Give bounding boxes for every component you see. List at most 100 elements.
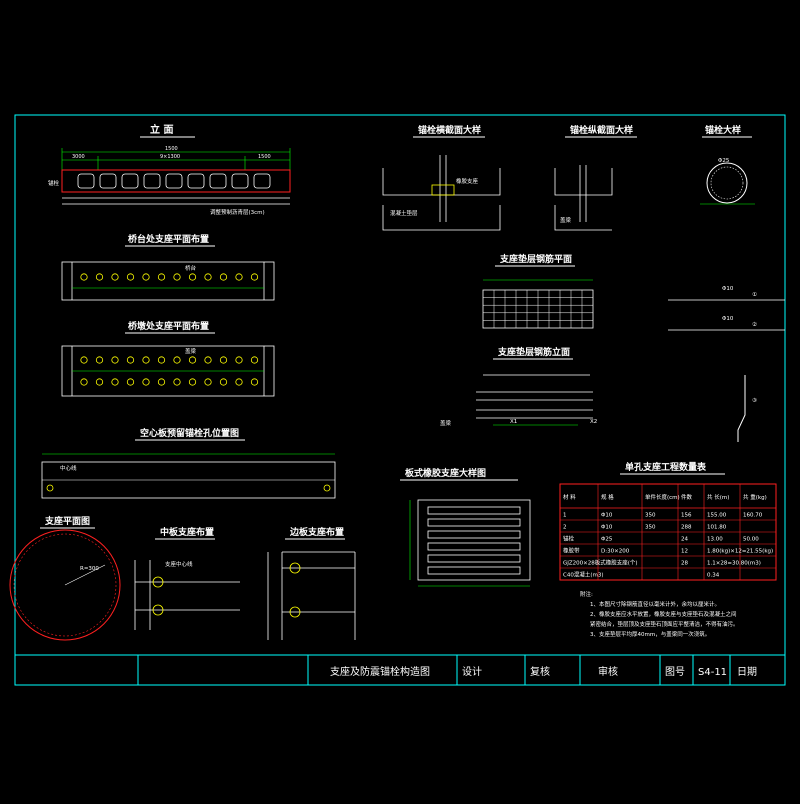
rubber-plate — [427, 518, 521, 527]
edge-slab-drawing — [267, 551, 356, 640]
quantity-table-cell: 1.80(kg)×12=21.55(kg) — [707, 549, 773, 555]
pier-bearing-dot — [142, 378, 150, 386]
elevation-supports — [62, 197, 290, 205]
title-pier-bearing-plan: 桥墩处支座平面布置 — [128, 320, 209, 332]
pad-rebar-grid — [483, 290, 593, 328]
date-label: 日期 — [737, 666, 757, 678]
title-anchor-cross-section: 锚栓横截面大样 — [418, 124, 481, 136]
notes-item-2: 2、橡胶支座应水平放置，橡胶支座与支座垫石及混凝土之间 — [590, 610, 737, 618]
pad-rebar-cap-label: 盖梁 — [440, 419, 452, 427]
mid-slab-drawing — [134, 560, 240, 630]
elev-bottom-label: 调整预制沥青层(3cm) — [210, 208, 265, 216]
quantity-table-cell: 2 — [563, 525, 567, 531]
elev-anchor-label: 锚栓 — [48, 179, 60, 187]
quantity-table-cell: 288 — [681, 525, 692, 531]
quantity-table-cell: 锚栓 — [563, 535, 575, 543]
quantity-table-cell: 1 — [563, 513, 567, 519]
pier-plan-outline — [61, 345, 275, 397]
anchor-detail-outer — [706, 162, 748, 204]
anchor-long-caplabel: 盖梁 — [560, 216, 572, 224]
pier-bearing-dot — [219, 378, 228, 386]
title-elevation: 立 面 — [150, 123, 173, 136]
quantity-table-cell: 13.00 — [707, 537, 723, 543]
pier-bearing-dot — [250, 378, 259, 386]
rubber-plate — [427, 566, 521, 575]
pier-bearing-dot — [188, 356, 197, 364]
abutment-bearing-dot — [126, 273, 135, 281]
quantity-table-cell: 50.00 — [743, 537, 759, 543]
abutment-bearing-dot — [95, 273, 104, 281]
rebar-detail-2-label: Φ10 — [722, 316, 734, 322]
quantity-table-cell: 350 — [645, 513, 656, 519]
title-pad-rebar-plan: 支座垫层钢筋平面 — [499, 253, 572, 265]
abutment-label: 桥台 — [185, 264, 197, 272]
anchor-long-drawing — [554, 165, 613, 231]
abutment-bearing-dot — [142, 273, 150, 281]
abutment-bearing-dot — [80, 273, 88, 281]
quantity-table-cell: D:30×200 — [601, 549, 630, 555]
notes-item-1: 1、本图尺寸除钢筋直径以毫米计外，余均以厘米计。 — [590, 600, 720, 608]
rubber-plate — [427, 530, 521, 539]
anchor-cross-concrete-label: 混凝土垫层 — [390, 209, 418, 217]
title-block — [15, 654, 785, 685]
anchor-cross-rubber — [431, 184, 455, 196]
bearing-outer-circle — [9, 529, 121, 641]
quantity-table-cell: 160.70 — [743, 513, 763, 519]
pier-bearing-dot — [95, 356, 104, 364]
pier-bearing-dot — [126, 378, 135, 386]
rebar-detail-2-num: ② — [752, 321, 757, 328]
title-anchor-long-section: 锚栓纵截面大样 — [570, 124, 633, 136]
elev-dim-left: 3000 — [72, 154, 85, 160]
elevation-slab — [61, 169, 291, 193]
quantity-table-header: 共 长(m) — [707, 493, 729, 501]
quantity-table-header: 共 重(kg) — [743, 493, 767, 501]
drawing-no: S4-11 — [698, 667, 727, 678]
elevation-cell — [77, 173, 95, 189]
anchor-detail-inner — [710, 166, 744, 200]
pier-bearing-dot — [250, 356, 259, 364]
quantity-table-header: 件数 — [681, 493, 693, 501]
pier-bearing-dot — [80, 378, 88, 386]
quantity-table-cell: 155.00 — [707, 513, 727, 519]
rebar-detail-3-num: ③ — [752, 398, 757, 404]
quantity-table-header: 材 料 — [563, 493, 576, 501]
approve-label: 审核 — [598, 665, 618, 678]
bearing-inner-circle — [13, 533, 117, 637]
elev-dim-right: 1500 — [258, 154, 271, 160]
quantity-table-cell: 0.34 — [707, 573, 720, 579]
title-abutment-bearing-plan: 桥台处支座平面布置 — [128, 233, 209, 245]
notes-item-3: 紧密结合，垫层顶及支座垫石顶面应平整清洁，不得有油污。 — [590, 620, 739, 628]
sheet-border — [14, 114, 786, 686]
pier-bearing-dot — [80, 356, 88, 364]
quantity-table-cell: 1.1×28=30.80(m3) — [707, 561, 761, 567]
pier-bearing-dot — [204, 378, 212, 386]
bearing-radius-line — [64, 564, 106, 586]
pad-rebar-elevation-drawing — [476, 374, 593, 419]
title-edge-slab-bearing: 边板支座布置 — [289, 526, 344, 538]
pier-label: 盖梁 — [185, 347, 197, 355]
hollow-center-label: 中心线 — [60, 464, 77, 472]
mid-slab-bearing-bottom — [152, 604, 164, 616]
pier-bearing-dot — [219, 356, 228, 364]
pier-bearing-dot — [111, 356, 119, 364]
elevation-hollow-cells — [77, 173, 271, 189]
elevation-cell — [231, 173, 249, 189]
notes-heading: 附注: — [580, 590, 593, 598]
drawing-no-label: 图号 — [665, 666, 685, 678]
mid-slab-label: 支座中心线 — [165, 560, 193, 568]
pad-rebar-x1: X1 — [510, 419, 517, 425]
pier-bearing-dot — [173, 378, 181, 386]
pier-bearing-dot — [188, 378, 197, 386]
abutment-bearing-dot — [250, 273, 259, 281]
hollow-hole-right — [323, 484, 331, 492]
quantity-table-cell: Φ10 — [601, 513, 613, 519]
pier-bearing-dot — [157, 356, 166, 364]
title-quantity-table: 单孔支座工程数量表 — [625, 461, 707, 473]
rebar-detail-1-num: ① — [752, 292, 757, 298]
abutment-plan-outline — [61, 261, 275, 301]
elevation-cell — [209, 173, 227, 189]
quantity-table-cell: Φ10 — [601, 525, 613, 531]
rubber-bearing-plates — [427, 506, 521, 575]
rubber-plate — [427, 554, 521, 563]
